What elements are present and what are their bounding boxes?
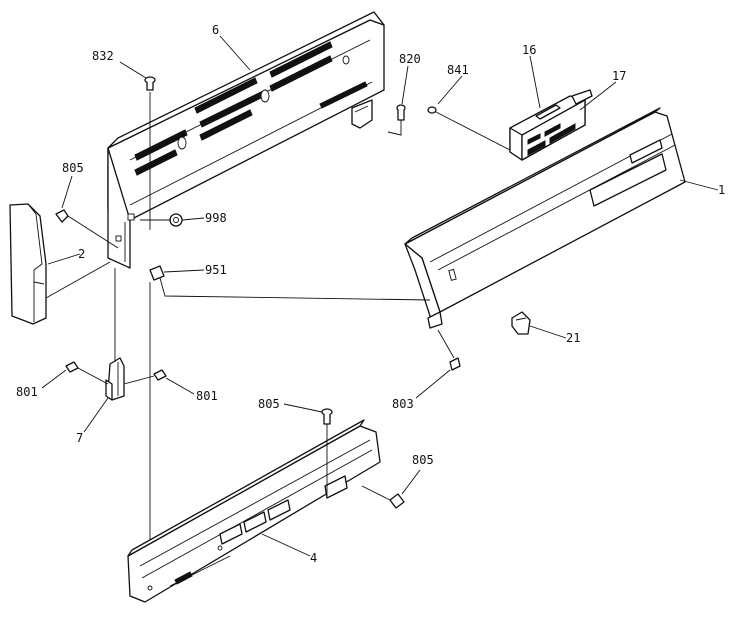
callout-6: 6 <box>212 23 219 37</box>
part-16-17-control-module <box>509 89 593 161</box>
callout-21: 21 <box>566 331 580 345</box>
callout-803: 803 <box>392 397 414 411</box>
part-21-clip <box>511 311 531 335</box>
callout-leaders <box>41 35 719 557</box>
part-7-bracket <box>105 357 125 401</box>
callout-801-right: 801 <box>196 389 218 403</box>
assembly-lines <box>45 92 511 540</box>
part-6-rear-frame <box>107 11 385 269</box>
part-1-control-panel <box>404 107 686 329</box>
callout-820: 820 <box>399 52 421 66</box>
callout-805-right: 805 <box>412 453 434 467</box>
callout-4: 4 <box>310 551 317 565</box>
callout-17: 17 <box>612 69 626 83</box>
callout-2: 2 <box>78 247 85 261</box>
part-4-lower-panel <box>127 419 381 603</box>
callout-1: 1 <box>718 183 725 197</box>
callout-801-left: 801 <box>16 385 38 399</box>
callout-841: 841 <box>447 63 469 77</box>
callout-labels: 832 6 820 841 16 17 1 805 998 2 951 21 8… <box>16 23 725 565</box>
callout-805-left: 805 <box>62 161 84 175</box>
part-2-side-trim <box>9 203 47 325</box>
callout-7: 7 <box>76 431 83 445</box>
callout-832: 832 <box>92 49 114 63</box>
callout-16: 16 <box>522 43 536 57</box>
callout-805-bottom: 805 <box>258 397 280 411</box>
callout-951: 951 <box>205 263 227 277</box>
callout-998: 998 <box>205 211 227 225</box>
